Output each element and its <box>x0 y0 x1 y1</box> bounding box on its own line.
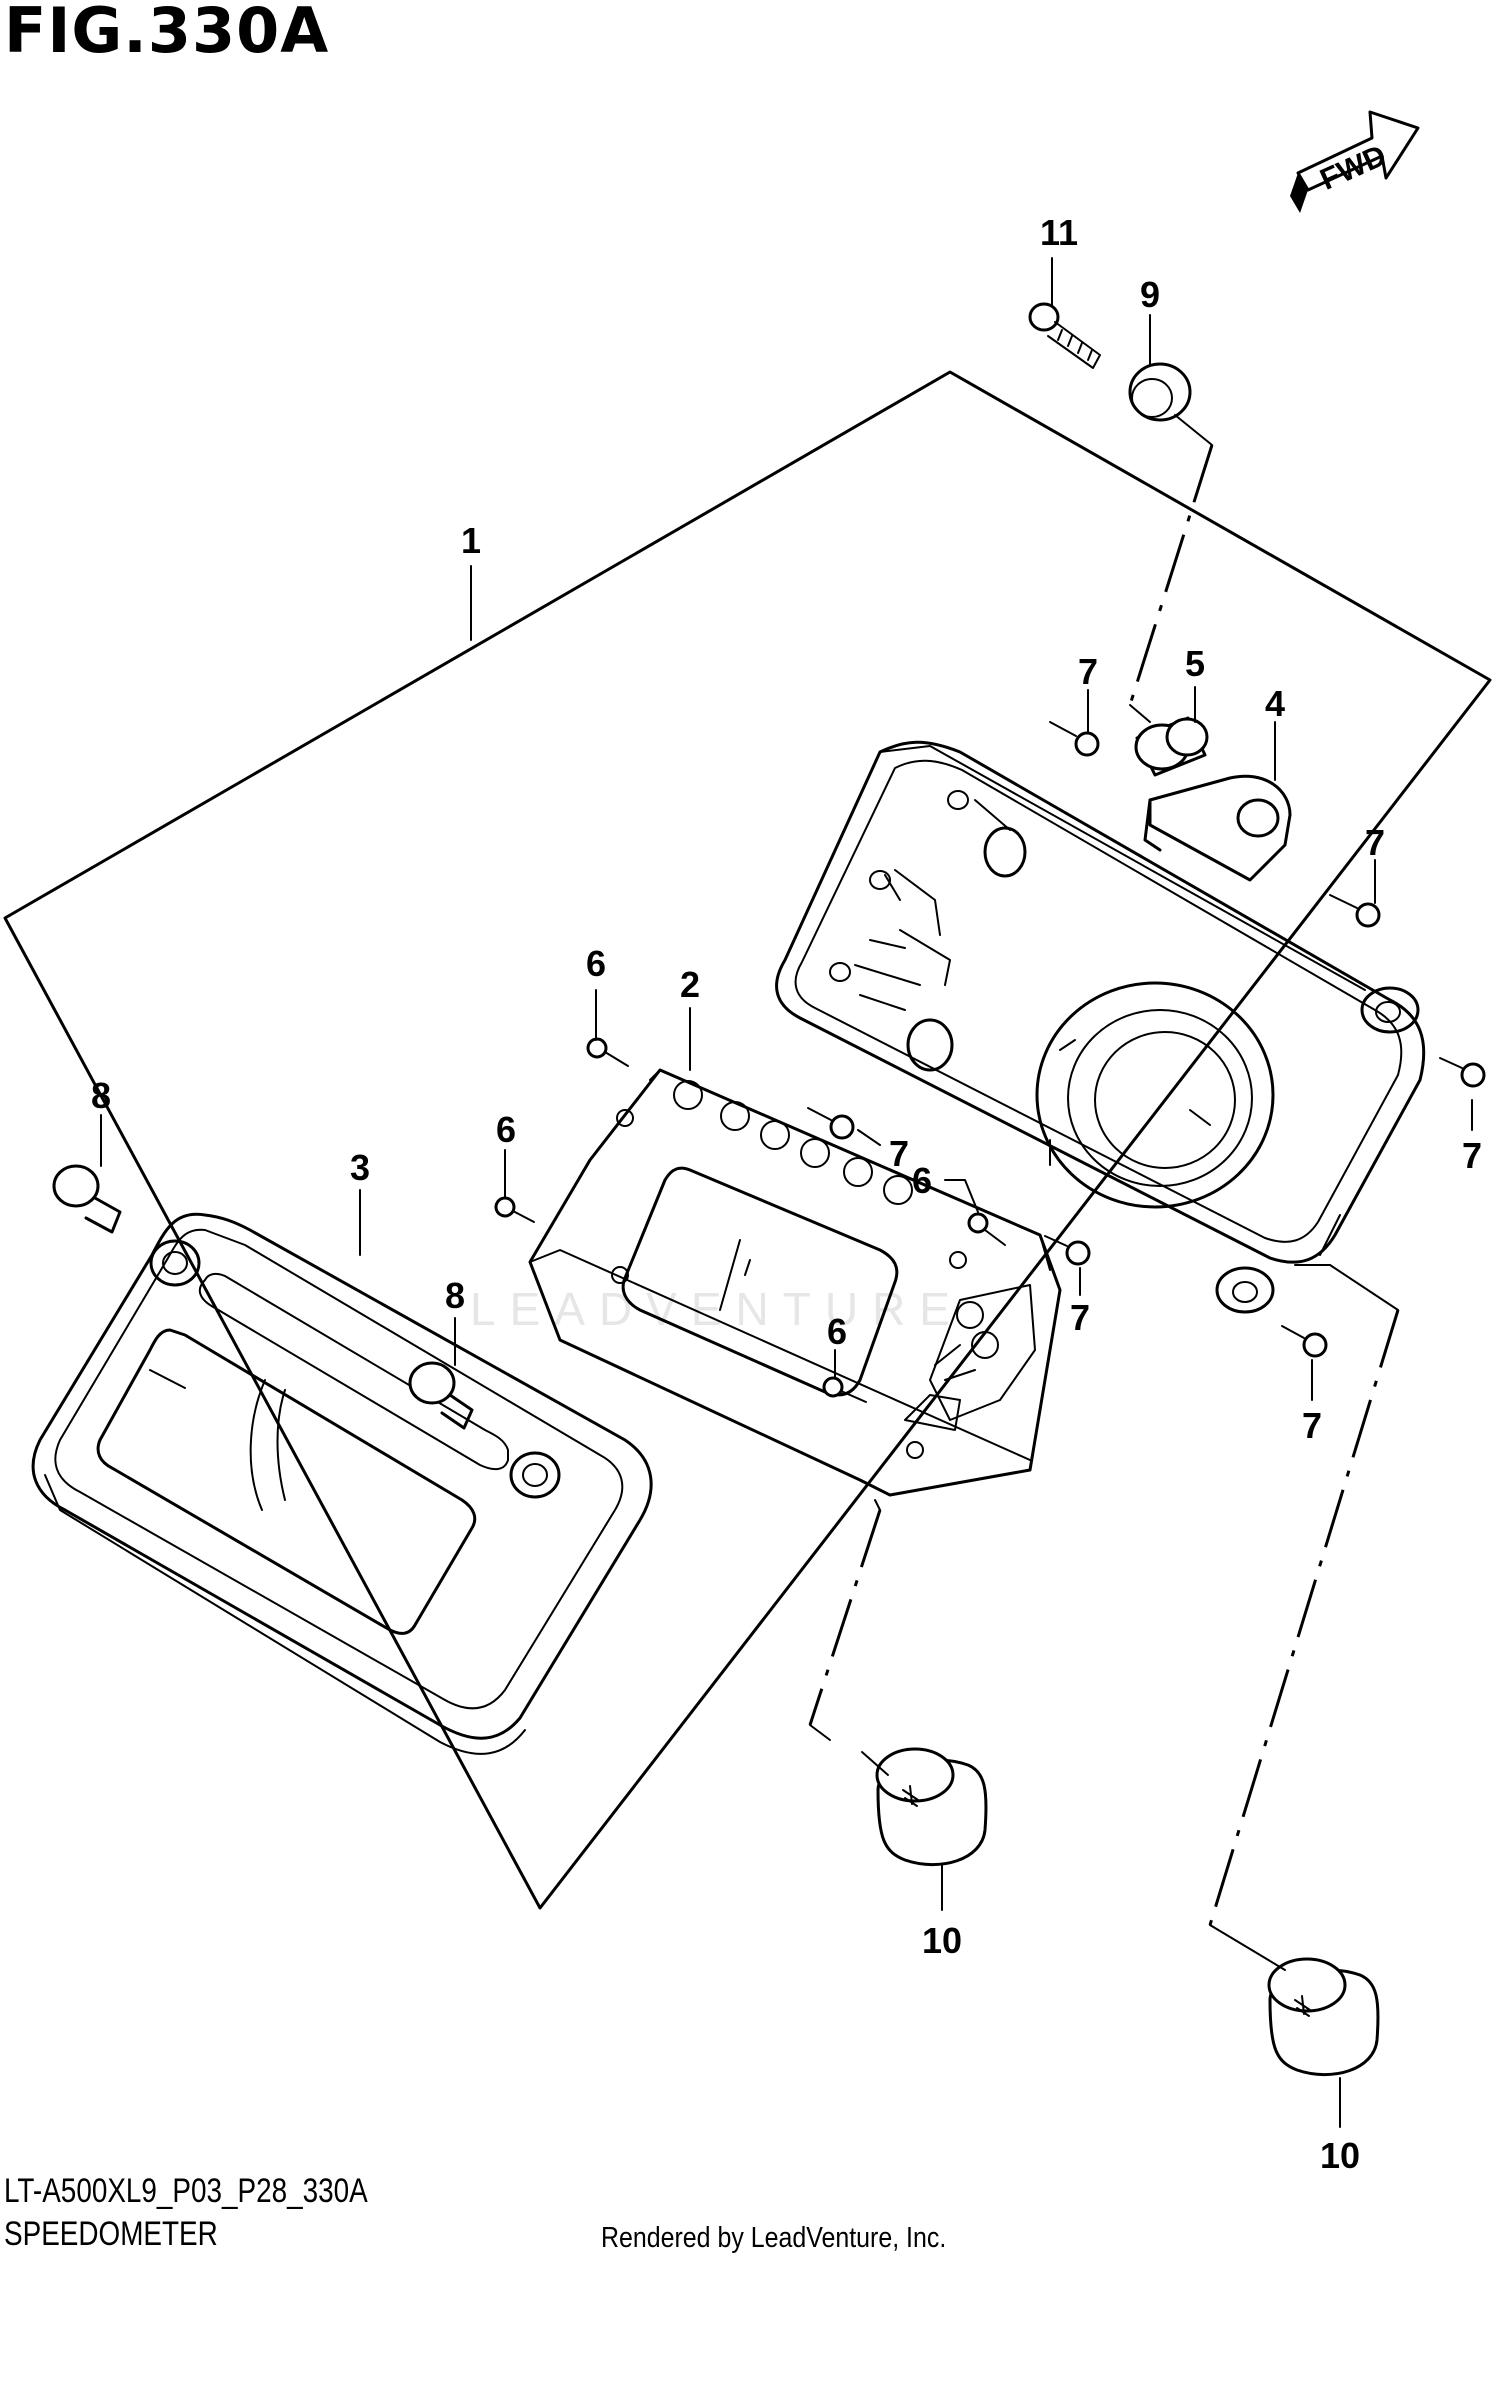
bulb-socket-icon <box>1267 1957 1380 2077</box>
callout-7: 7 <box>1302 1405 1322 1446</box>
drawing-code: LT-A500XL9_P03_P28_330A <box>4 2172 368 2210</box>
callout-11: 11 <box>1040 212 1078 253</box>
screw-icon <box>1439 1057 1486 1088</box>
callout-numbers: 1 2 3 4 5 6 6 6 6 7 7 7 7 7 7 8 8 9 10 1… <box>91 212 1482 2176</box>
callout-1: 1 <box>461 520 481 561</box>
washer-icon <box>1128 362 1192 422</box>
callout-8: 8 <box>445 1275 465 1316</box>
callout-2: 2 <box>680 964 700 1005</box>
callout-7: 7 <box>1078 651 1098 692</box>
small-fasteners <box>52 302 1486 2077</box>
leader-lines <box>100 257 1473 2128</box>
callout-10: 10 <box>922 1920 962 1961</box>
bulb-socket-icon <box>875 1747 988 1867</box>
rear-housing-part-4 <box>775 740 1426 1314</box>
callout-8: 8 <box>91 1075 111 1116</box>
callout-6: 6 <box>586 943 606 984</box>
callout-7: 7 <box>1462 1135 1482 1176</box>
callout-6: 6 <box>496 1109 516 1150</box>
watermark: LEADVENTURE <box>470 1283 964 1335</box>
screw-icon <box>822 1376 867 1403</box>
render-credit: Rendered by LeadVenture, Inc. <box>601 2222 947 2254</box>
drawing-name: SPEEDOMETER <box>4 2215 218 2253</box>
bolt-icon <box>408 1361 474 1430</box>
fwd-arrow-icon: FWD <box>1290 110 1420 213</box>
assembly-boundary <box>3 370 1492 1910</box>
screw-icon <box>1044 1235 1091 1266</box>
bolt-icon <box>1028 302 1101 369</box>
grommet-icon <box>1134 716 1209 777</box>
front-lens-part-3 <box>31 1212 653 1755</box>
callout-9: 9 <box>1140 274 1160 315</box>
screw-icon <box>494 1196 535 1223</box>
callout-6: 6 <box>912 1160 932 1201</box>
screw-icon <box>1329 894 1381 928</box>
screw-icon <box>586 1037 629 1067</box>
callout-6: 6 <box>827 1311 847 1352</box>
figure-title: FIG.330A <box>4 0 330 67</box>
callout-10: 10 <box>1320 2135 1360 2176</box>
callout-7: 7 <box>1070 1297 1090 1338</box>
screw-icon <box>1281 1325 1328 1358</box>
screw-icon <box>1049 721 1100 757</box>
callout-3: 3 <box>350 1147 370 1188</box>
bolt-icon <box>52 1164 122 1234</box>
screw-icon <box>807 1107 855 1140</box>
callout-4: 4 <box>1265 683 1285 724</box>
callout-7: 7 <box>889 1133 909 1174</box>
callout-7: 7 <box>1365 822 1385 863</box>
assembly-guide-lines <box>808 414 1400 1971</box>
screw-icon <box>967 1212 1006 1246</box>
callout-5: 5 <box>1185 643 1205 684</box>
